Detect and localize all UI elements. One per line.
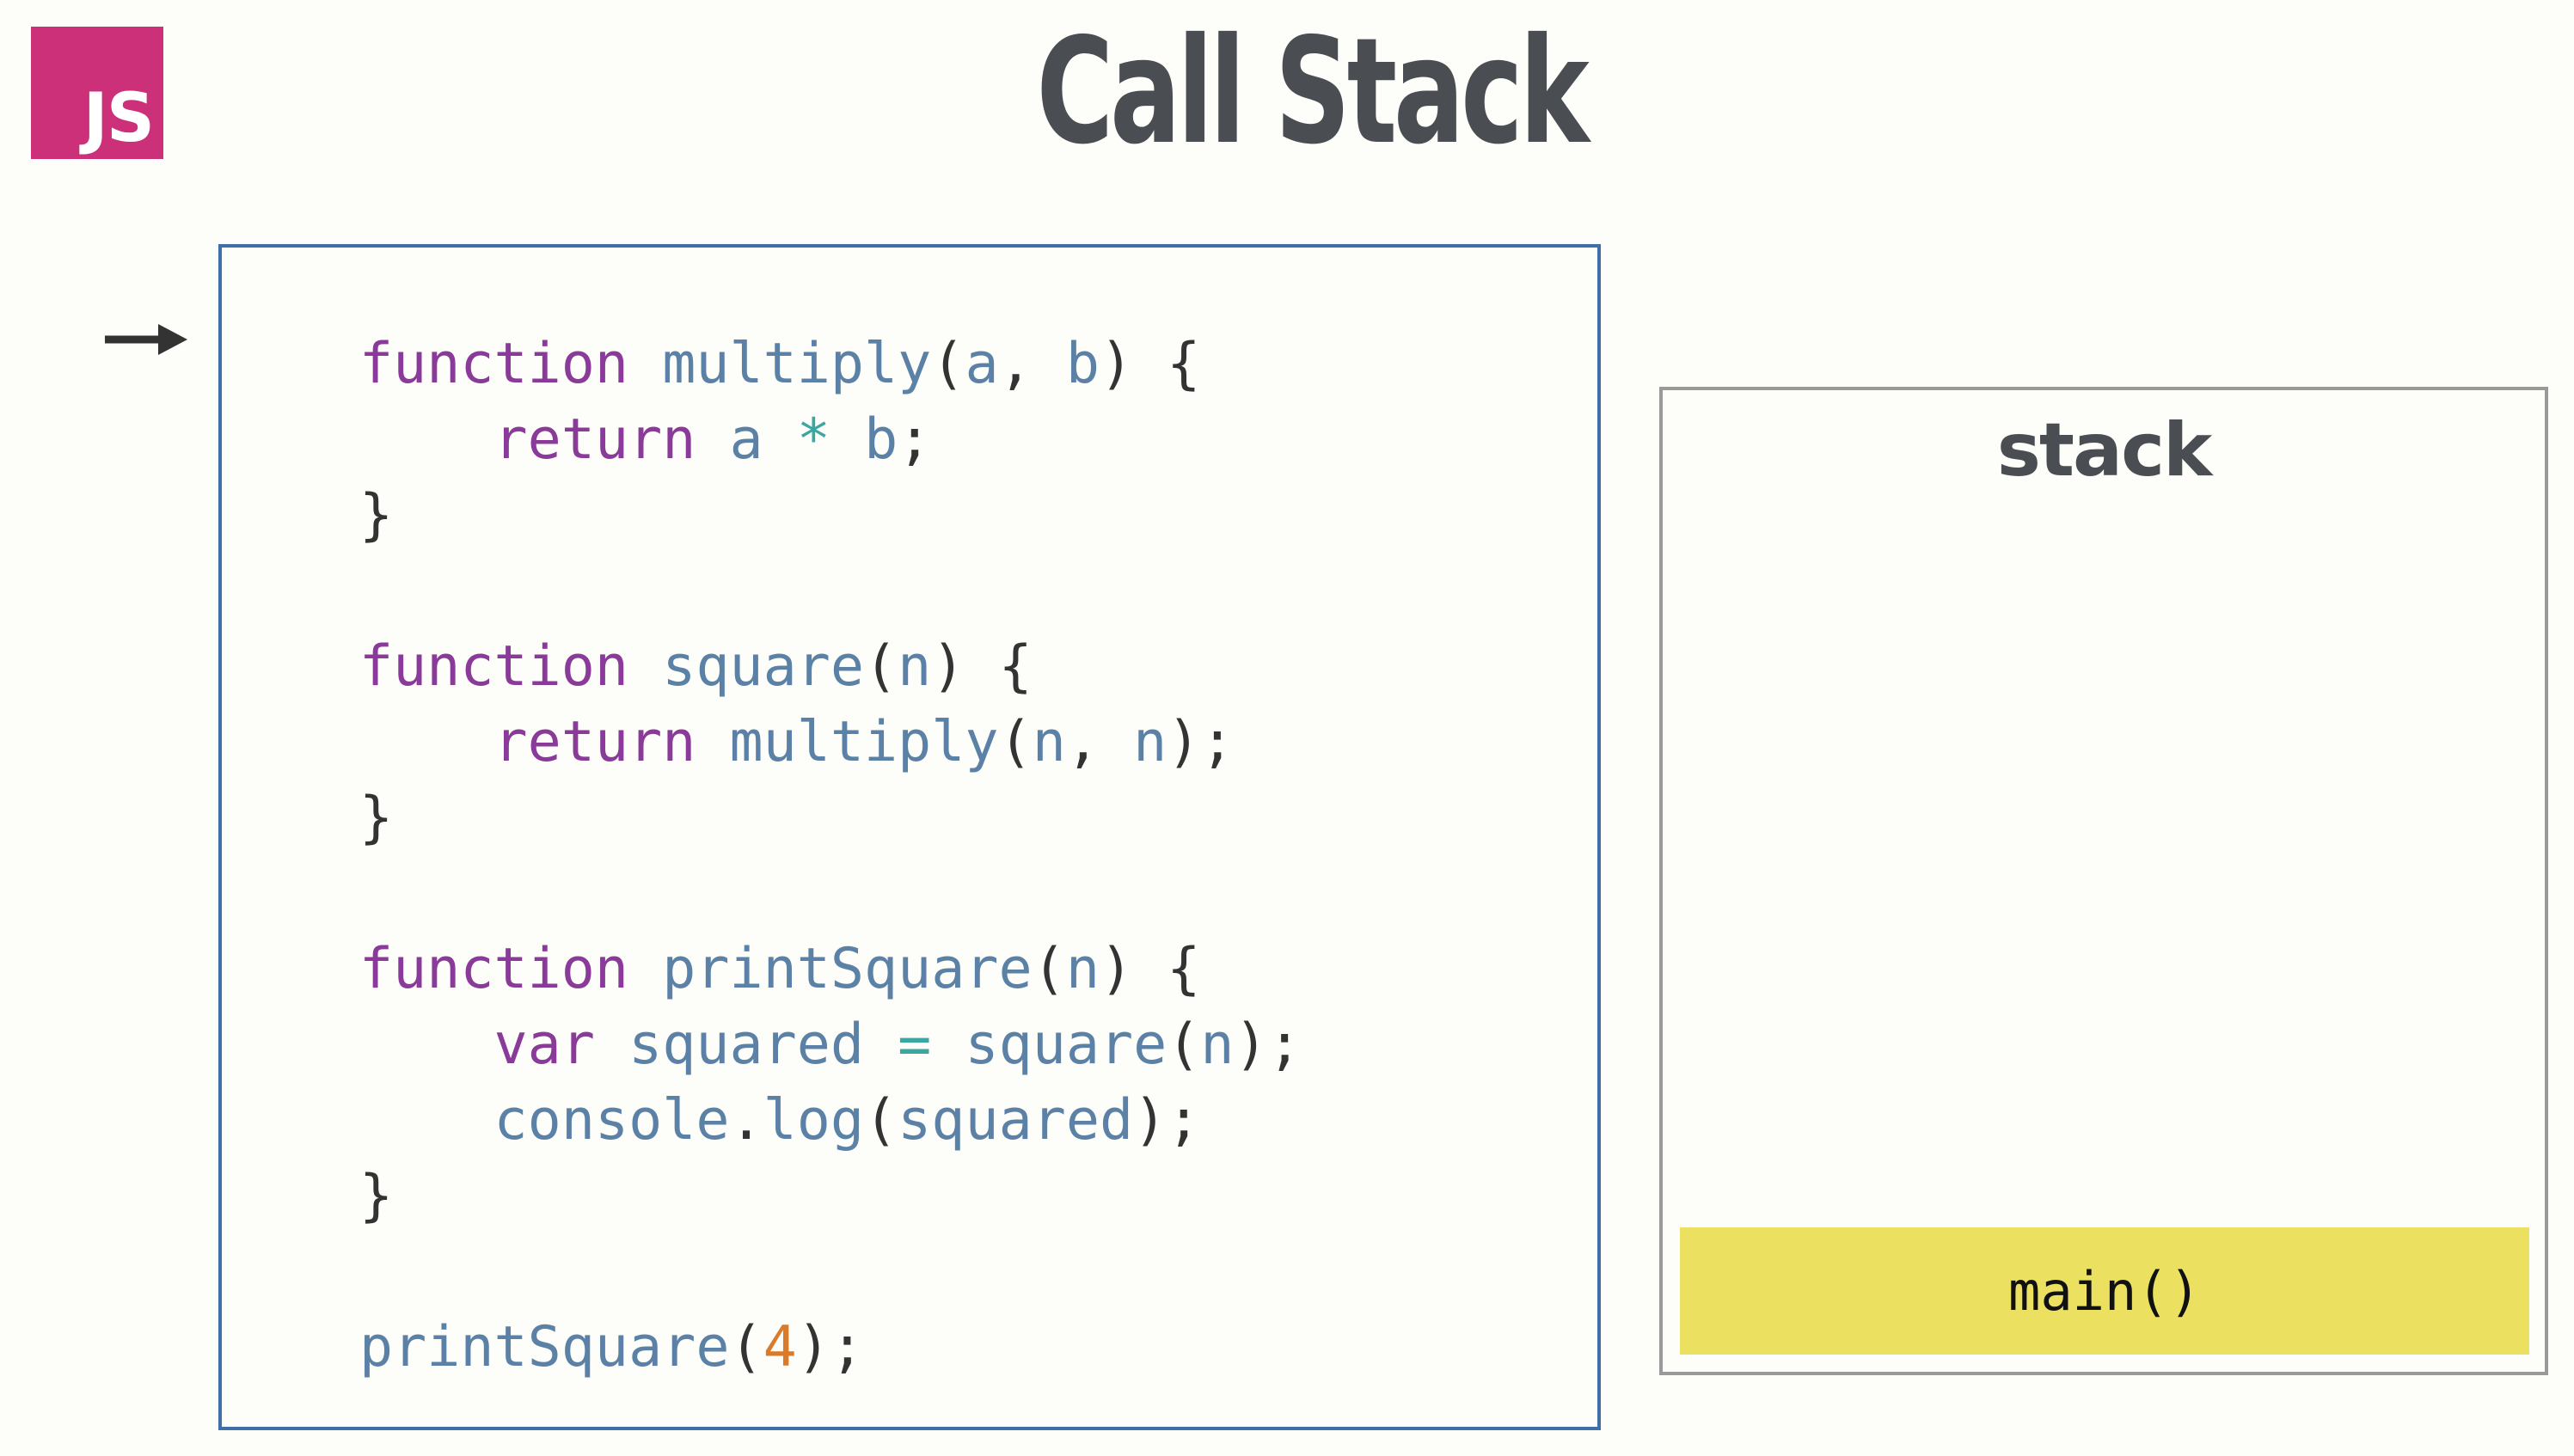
param: n — [1065, 937, 1100, 1001]
param: n — [898, 634, 932, 699]
keyword: return — [493, 710, 696, 774]
page-title: Call Stack — [1036, 7, 1590, 177]
argument: n — [1200, 1012, 1235, 1077]
code-line-9: function printSquare(n) { — [359, 937, 1201, 1001]
keyword: return — [493, 407, 696, 472]
argument: n — [1133, 710, 1167, 774]
stack-frame-main: main() — [1680, 1227, 2529, 1355]
code-line-8 — [359, 856, 1302, 932]
js-logo: JS — [31, 27, 163, 159]
code-line-13 — [359, 1234, 1302, 1310]
arrow-right-icon — [105, 324, 187, 355]
keyword: function — [359, 332, 629, 396]
brace: } — [359, 786, 394, 850]
stack-frame-label: main() — [2008, 1259, 2201, 1323]
function-call: printSquare — [359, 1315, 730, 1380]
method: log — [763, 1088, 865, 1153]
keyword: function — [359, 937, 629, 1001]
code-listing: function multiply(a, b) { return a * b;}… — [359, 327, 1302, 1386]
identifier: a — [729, 407, 763, 472]
code-line-11: console.log(squared); — [493, 1088, 1201, 1153]
identifier: b — [864, 407, 898, 472]
identifier: squared — [628, 1012, 865, 1077]
code-line-7: } — [359, 780, 1302, 856]
code-line-14: printSquare(4); — [359, 1315, 865, 1380]
function-call: multiply — [729, 710, 999, 774]
keyword: function — [359, 634, 629, 699]
function-name: printSquare — [662, 937, 1033, 1001]
code-line-5: function square(n) { — [359, 634, 1033, 699]
js-logo-text: JS — [83, 80, 155, 157]
stack-label: stack — [1996, 407, 2213, 493]
function-name: square — [662, 634, 865, 699]
code-line-3: } — [359, 478, 1302, 554]
code-line-12: } — [359, 1159, 1302, 1234]
code-panel: function multiply(a, b) { return a * b;}… — [218, 244, 1601, 1430]
brace: } — [359, 1164, 394, 1228]
param: a — [965, 332, 999, 396]
argument: n — [1032, 710, 1066, 774]
operator: * — [796, 407, 830, 472]
code-line-6: return multiply(n, n); — [493, 710, 1235, 774]
object: console — [493, 1088, 730, 1153]
code-line-1: function multiply(a, b) { — [359, 332, 1201, 396]
stack-panel: stack main() — [1659, 387, 2548, 1375]
brace: } — [359, 483, 394, 548]
argument: squared — [898, 1088, 1134, 1153]
code-line-4 — [359, 554, 1302, 629]
keyword: var — [493, 1012, 595, 1077]
param: b — [1065, 332, 1100, 396]
code-line-2: return a * b; — [493, 407, 932, 472]
function-call: square — [965, 1012, 1167, 1077]
operator: = — [898, 1012, 932, 1077]
code-line-10: var squared = square(n); — [493, 1012, 1302, 1077]
function-name: multiply — [662, 332, 932, 396]
number-literal: 4 — [763, 1315, 797, 1380]
